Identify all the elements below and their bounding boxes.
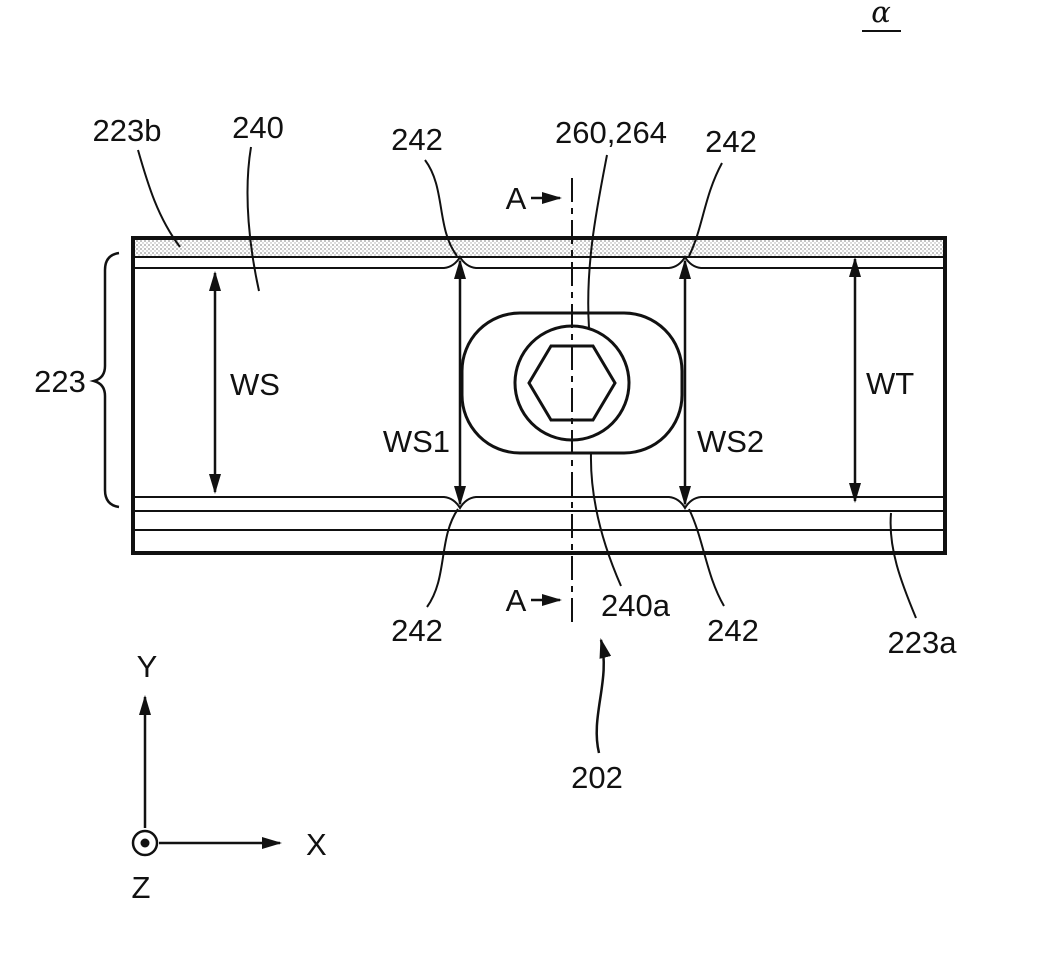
x-axis-label: X (306, 827, 327, 862)
leader-223a (889, 512, 917, 619)
ws1-label: WS1 (383, 424, 450, 459)
plate-outline (131, 236, 947, 555)
label-202: 202 (571, 760, 623, 795)
z-axis-label: Z (132, 870, 151, 905)
leader-240a (589, 452, 622, 587)
arrow-202 (595, 638, 612, 754)
section-a-bottom-label: A (506, 583, 527, 618)
reference-labels: 223b 240 242 260,264 242 223 242 240a 24… (34, 110, 957, 795)
leader-260-264 (587, 154, 608, 329)
label-240a: 240a (601, 588, 671, 623)
brace-223 (89, 251, 120, 509)
leader-242-bottom-left (426, 508, 459, 608)
label-223a: 223a (888, 625, 958, 660)
leader-242-top-right (688, 162, 723, 257)
ws2-label: WS2 (697, 424, 764, 459)
leader-242-bottom-right (688, 508, 725, 607)
leader-lines (89, 146, 917, 754)
label-223: 223 (34, 364, 86, 399)
label-242-bottom-left: 242 (391, 613, 443, 648)
label-242-bottom-right: 242 (707, 613, 759, 648)
leader-242-top-left (424, 159, 458, 257)
wt-label: WT (866, 366, 914, 401)
dimensions: WS WS1 WS2 WT (209, 257, 914, 506)
z-axis-origin-dot (140, 838, 150, 848)
leader-223b (137, 149, 181, 248)
label-260-264: 260,264 (555, 115, 667, 150)
leader-240 (246, 146, 260, 292)
label-242-top-right: 242 (705, 124, 757, 159)
label-242-top-left: 242 (391, 122, 443, 157)
label-240: 240 (232, 110, 284, 145)
ws-label: WS (230, 367, 280, 402)
section-a-top-label: A (506, 181, 527, 216)
y-axis-label: Y (137, 649, 158, 684)
hex-outline (527, 344, 617, 422)
coordinate-axes: Y X Z (132, 649, 327, 905)
lower-toe-line (133, 496, 945, 510)
label-223b: 223b (93, 113, 162, 148)
top-plate-hatch-band (135, 240, 943, 256)
alpha-label: α (871, 0, 891, 29)
